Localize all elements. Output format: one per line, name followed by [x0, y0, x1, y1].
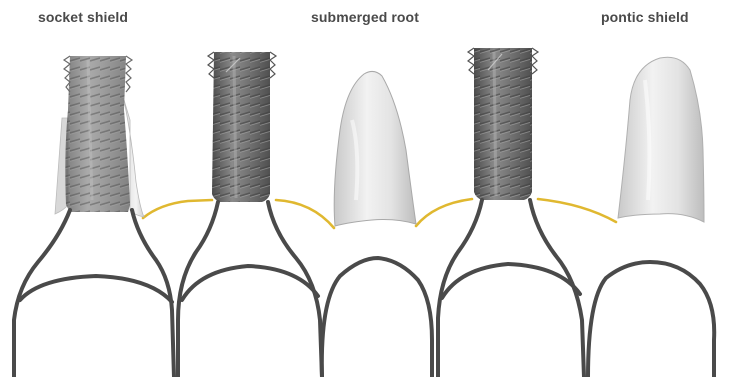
implant-middle-left: [208, 52, 276, 202]
pontic-shield-fragment: [618, 57, 704, 222]
implant-middle-right: [468, 48, 538, 200]
root-fragment-icon: [334, 71, 416, 226]
alveolar-outlines: [14, 200, 714, 377]
implant-socket-shield: [55, 56, 144, 217]
